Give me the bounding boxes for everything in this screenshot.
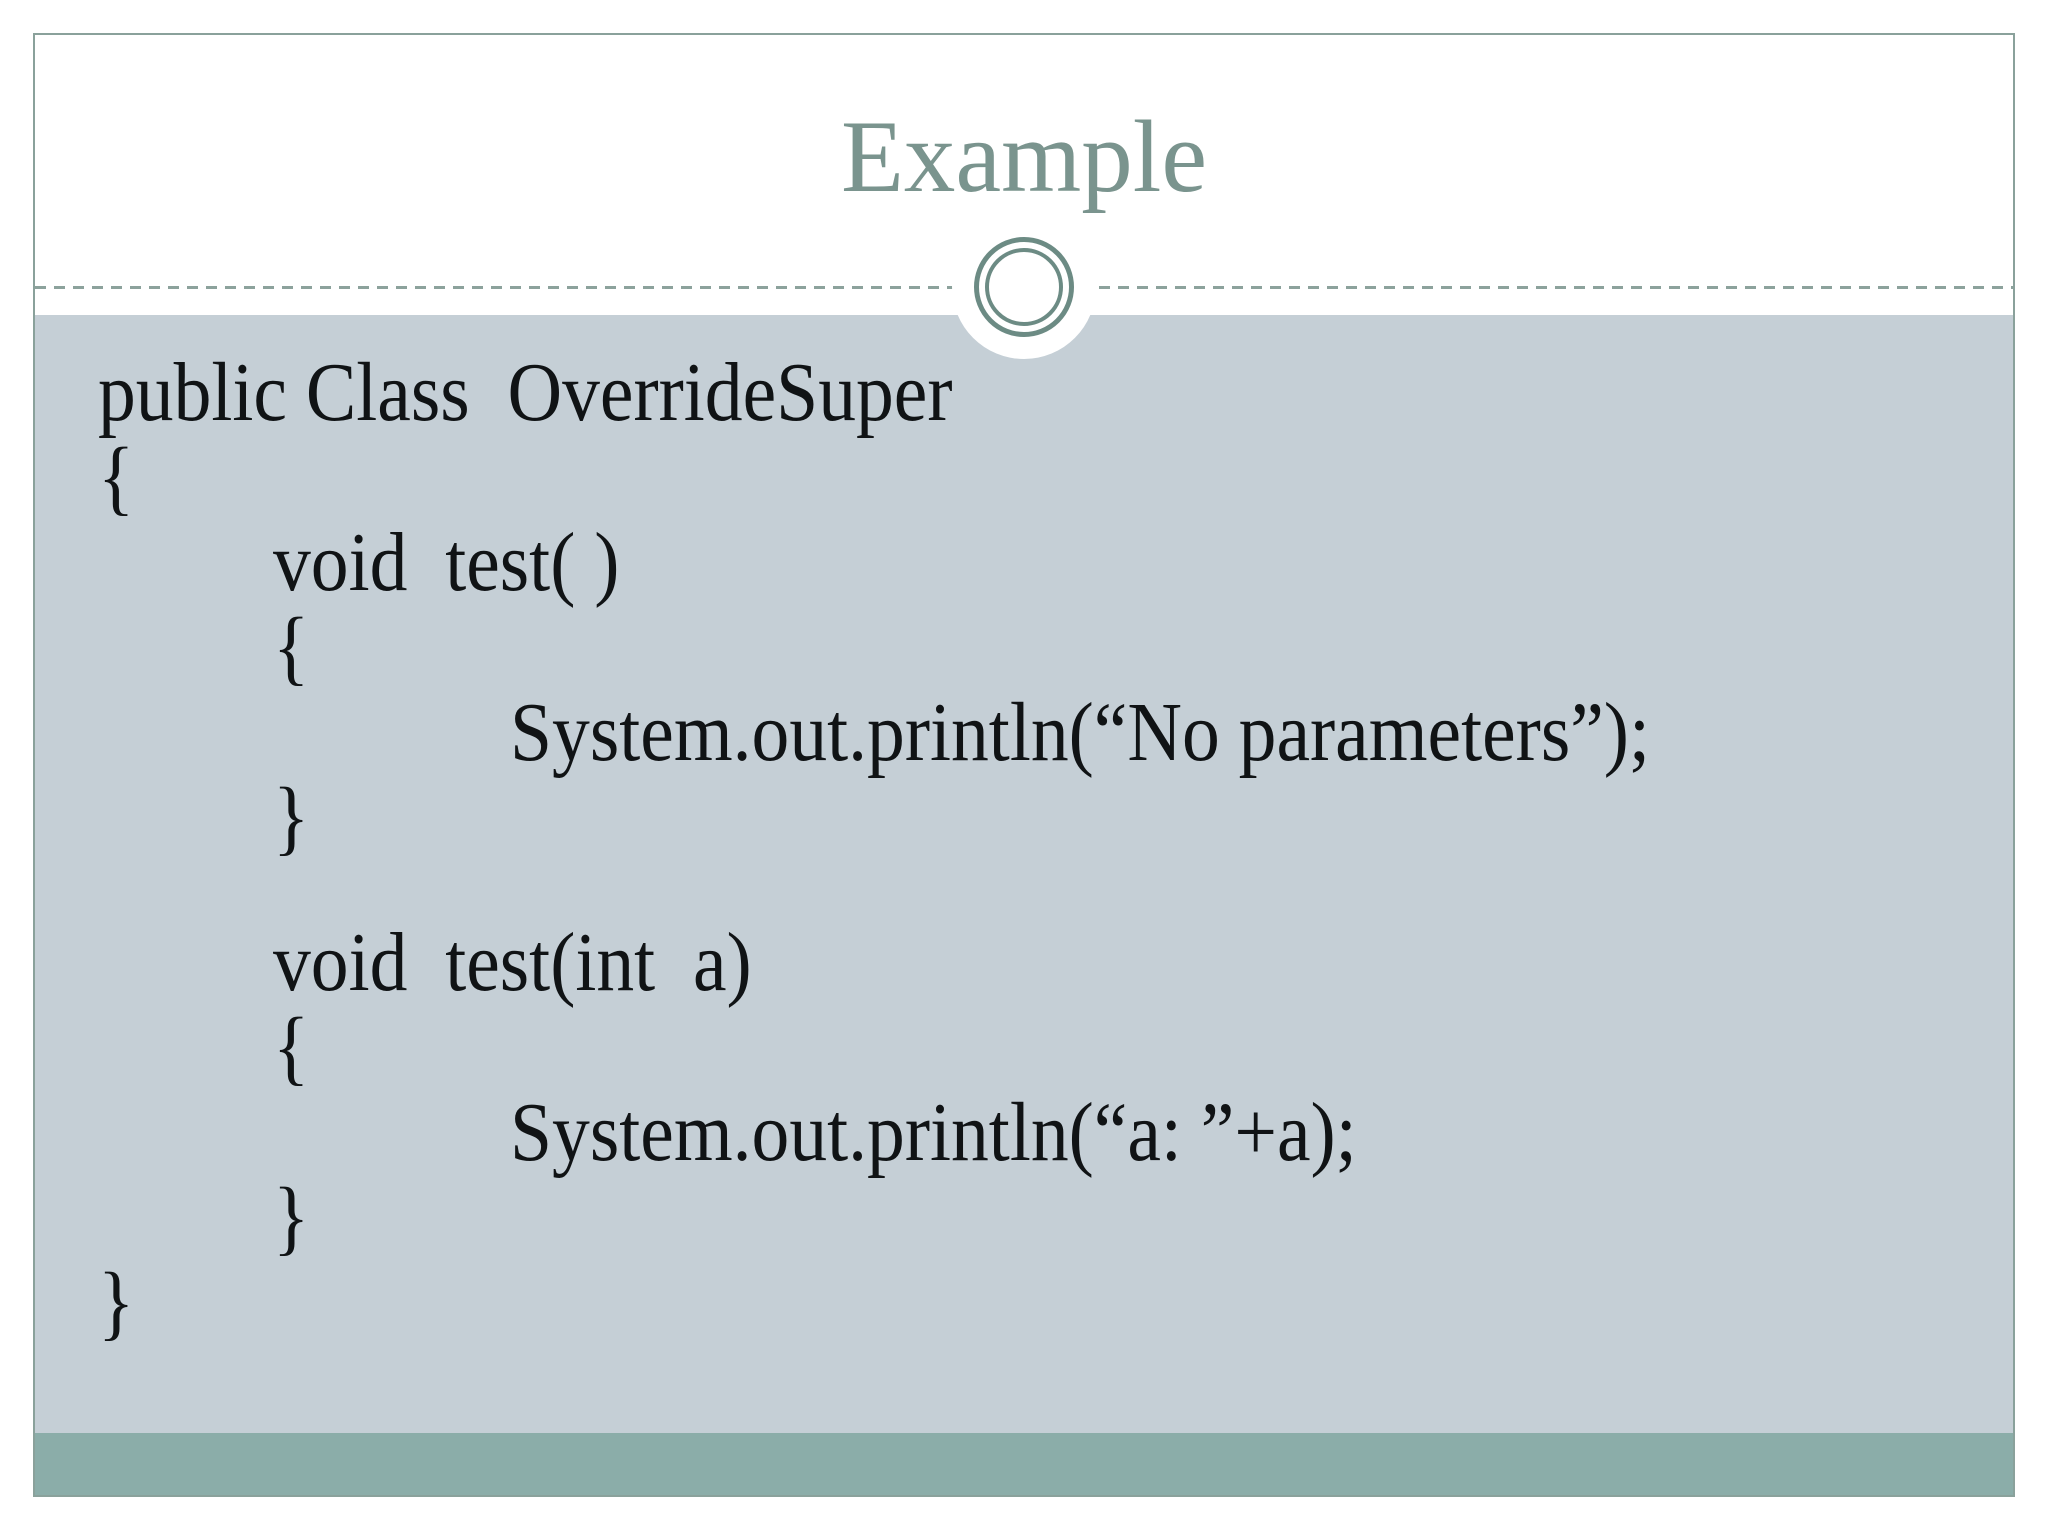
circle-ornament-icon xyxy=(952,215,1096,359)
code-line-text: } xyxy=(273,771,310,864)
code-line-text: { xyxy=(273,601,310,694)
code-line-text: System.out.println(“No parameters”); xyxy=(510,686,1650,779)
code-line: void test( ) xyxy=(98,520,2013,605)
slide: Example public Class OverrideSuper{void … xyxy=(33,33,2015,1497)
slide-body: public Class OverrideSuper{void test( ){… xyxy=(35,315,2013,1433)
code-line-text: { xyxy=(98,431,135,524)
code-line: { xyxy=(98,435,2013,520)
code-line-text: System.out.println(“a: ”+a); xyxy=(510,1086,1357,1179)
code-line-text: } xyxy=(98,1256,135,1349)
code-line-text: void test(int a) xyxy=(273,916,752,1009)
code-line: System.out.println(“No parameters”); xyxy=(98,690,2013,775)
code-line: } xyxy=(98,775,2013,860)
code-line-text: void test( ) xyxy=(273,516,620,609)
circle-inner-ring-icon xyxy=(985,248,1063,326)
code-line-text: public Class OverrideSuper xyxy=(98,346,953,439)
slide-title: Example xyxy=(840,100,1208,214)
code-line xyxy=(98,860,2013,920)
code-line: } xyxy=(98,1175,2013,1260)
code-line-text: { xyxy=(273,1001,310,1094)
circle-outer-ring-icon xyxy=(974,237,1074,337)
code-line: void test(int a) xyxy=(98,920,2013,1005)
code-line: { xyxy=(98,605,2013,690)
code-block: public Class OverrideSuper{void test( ){… xyxy=(35,315,2013,1345)
code-line-text: } xyxy=(273,1171,310,1264)
code-line: System.out.println(“a: ”+a); xyxy=(98,1090,2013,1175)
code-line: { xyxy=(98,1005,2013,1090)
code-line: } xyxy=(98,1260,2013,1345)
footer-accent-bar xyxy=(35,1433,2013,1495)
code-line: public Class OverrideSuper xyxy=(98,350,2013,435)
